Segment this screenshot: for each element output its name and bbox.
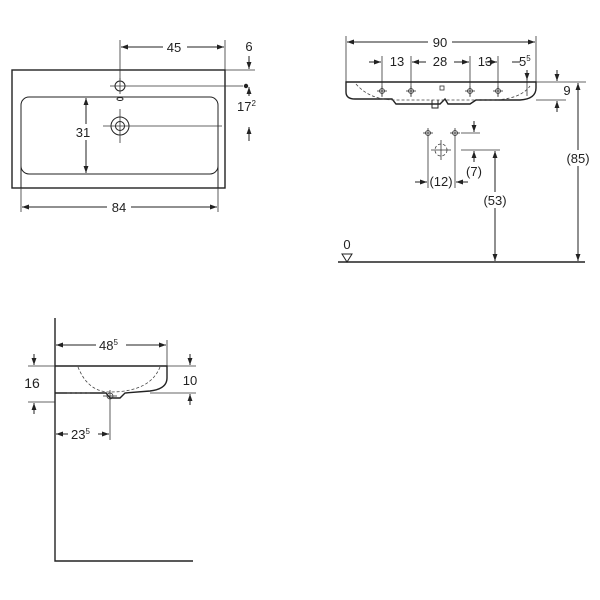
wall-line (54, 318, 193, 562)
dim-7-label: (7) (466, 164, 482, 179)
dim-17-label: 172 (237, 99, 256, 114)
basin-outline (11, 69, 226, 189)
dim-9-label: 9 (563, 83, 570, 98)
floor-label: 0 (343, 237, 350, 252)
dim-28-label: 28 (433, 54, 447, 69)
dim-13-right-label: 13 (478, 54, 492, 69)
dim-53-label: (53) (483, 193, 506, 208)
dim-12-label: (12) (429, 174, 452, 189)
dim-90-label: 90 (433, 35, 447, 50)
dim-85-label: (85) (566, 151, 589, 166)
dim-10-label: 10 (183, 373, 197, 388)
dim-45-label: 45 (167, 40, 181, 55)
dim-13-left-label: 13 (390, 54, 404, 69)
dim-6-label: 6 (245, 39, 252, 54)
dim-31-label: 31 (76, 125, 90, 140)
floor-marker-icon (341, 253, 353, 263)
bowl-outline (20, 96, 219, 175)
top-view: 45 6 172 31 84 (11, 38, 256, 215)
dim-5-label: 55 (519, 54, 531, 69)
mounting-holes (377, 85, 503, 96)
basin-side-profile (55, 365, 168, 399)
dim-23-label: 235 (71, 427, 90, 442)
dim-48-label: 485 (99, 338, 118, 353)
dim-16-label: 16 (24, 375, 40, 391)
overflow-slot (116, 97, 124, 101)
drain (103, 109, 137, 143)
waste-connection (423, 128, 460, 160)
tap-hole (110, 78, 130, 94)
basin-profile (345, 81, 537, 105)
side-drain (103, 390, 117, 402)
side-view: 485 16 10 235 (24, 318, 197, 562)
front-view: 90 13 28 13 55 (338, 34, 590, 263)
dim-84-label: 84 (112, 200, 126, 215)
